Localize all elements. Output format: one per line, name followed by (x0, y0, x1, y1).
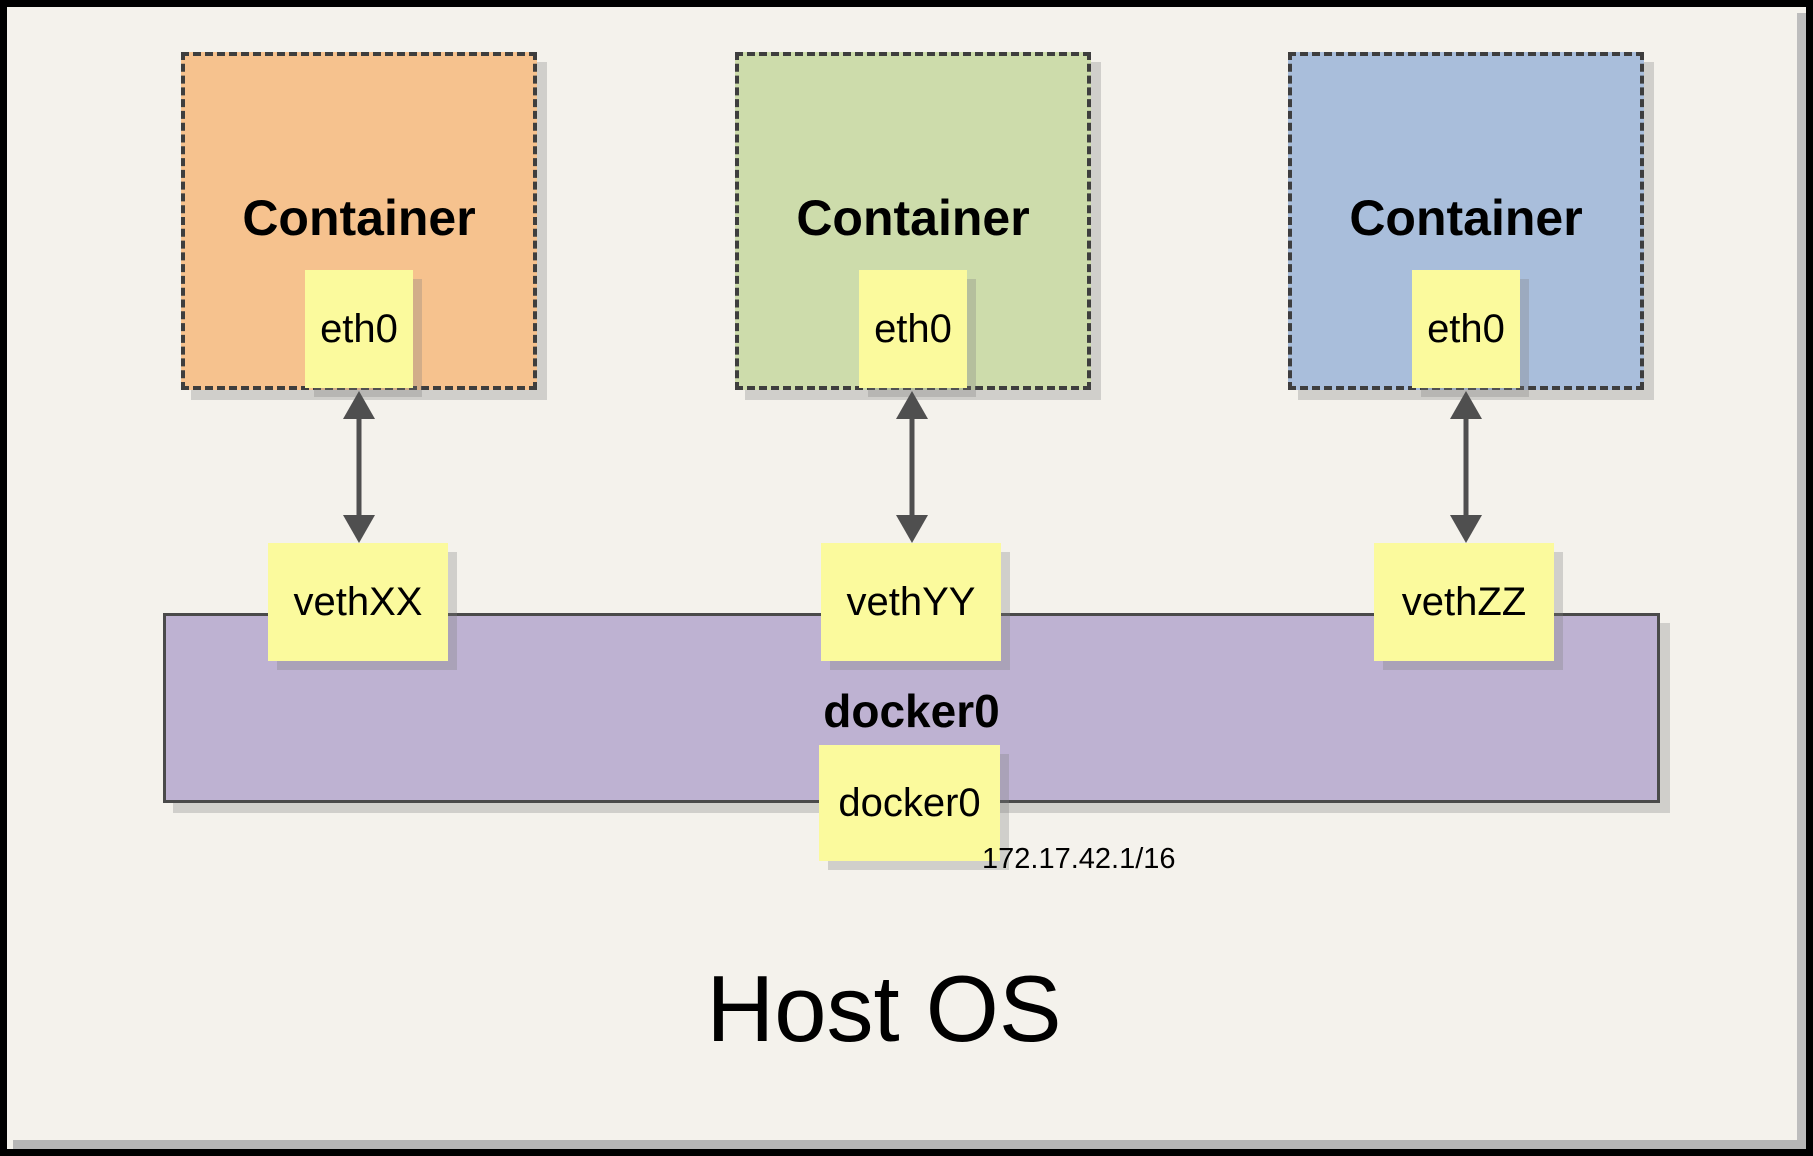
container-label-1: Container (242, 190, 476, 246)
bidirectional-arrow-icon-1 (343, 391, 375, 543)
eth0-node-3: eth0 (1412, 270, 1520, 388)
docker0-interface-label: docker0 (838, 780, 981, 825)
container-box-2: Container eth0 (735, 52, 1091, 390)
eth0-label-3: eth0 (1427, 306, 1505, 351)
eth0-node-2: eth0 (859, 270, 967, 388)
docker0-interface-node: docker0 (819, 745, 1000, 861)
container-label-2: Container (796, 190, 1030, 246)
arrow-line-3 (1463, 413, 1469, 521)
veth-label-3: vethZZ (1401, 579, 1527, 624)
veth-label-1: vethXX (293, 579, 423, 624)
veth-node-1: vethXX (268, 543, 448, 661)
arrow-line-2 (909, 413, 915, 521)
frame-shadow-bottom (13, 1140, 1806, 1149)
container-box-3: Container eth0 (1288, 52, 1644, 390)
arrow-line-1 (356, 413, 362, 521)
container-box-1: Container eth0 (181, 52, 537, 390)
veth-node-3: vethZZ (1374, 543, 1554, 661)
eth0-node-1: eth0 (305, 270, 413, 388)
docker0-bridge-label: docker0 (823, 685, 1000, 737)
veth-node-2: vethYY (821, 543, 1001, 661)
bridge-ip-label: 172.17.42.1/16 (982, 843, 1176, 875)
eth0-label-1: eth0 (320, 306, 398, 351)
host-os-label: Host OS (706, 956, 1062, 1061)
container-label-3: Container (1349, 190, 1583, 246)
veth-label-2: vethYY (846, 579, 976, 624)
eth0-label-2: eth0 (874, 306, 952, 351)
bidirectional-arrow-icon-2 (896, 391, 928, 543)
frame-shadow-right (1797, 13, 1806, 1149)
bidirectional-arrow-icon-3 (1450, 391, 1482, 543)
